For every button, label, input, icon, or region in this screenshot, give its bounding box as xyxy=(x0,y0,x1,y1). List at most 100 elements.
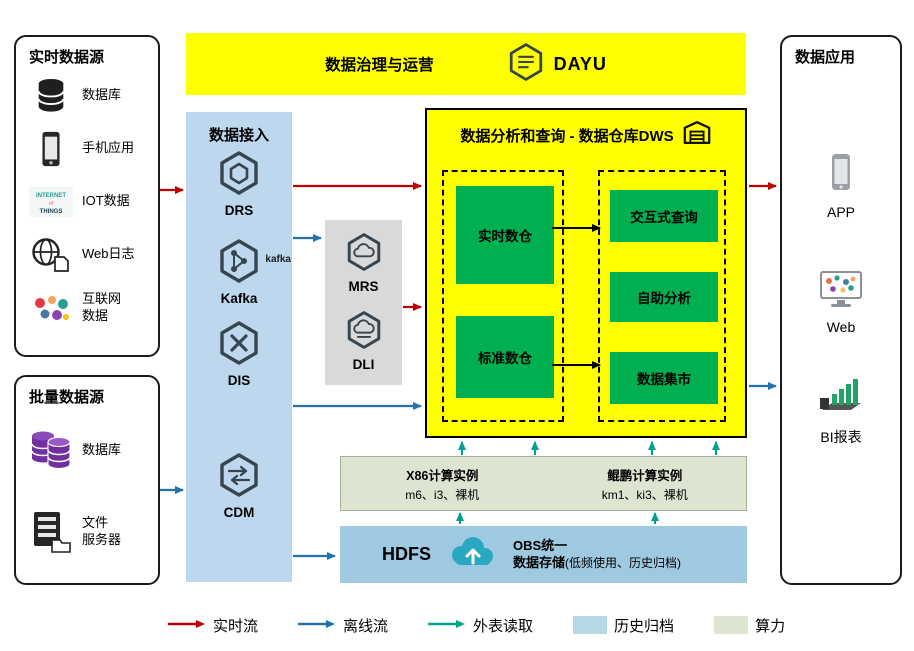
legend-label: 实时流 xyxy=(213,617,259,635)
service-name: DIS xyxy=(227,373,251,388)
service-dis: DIS xyxy=(186,320,292,388)
query-services-group: 交互式查询 自助分析 数据集市 xyxy=(598,170,726,422)
source-item-label: 文件 服务器 xyxy=(82,515,122,547)
svg-text:INTERNET: INTERNET xyxy=(36,193,66,199)
database-purple-icon xyxy=(24,428,78,472)
obs-cloud-icon xyxy=(447,535,497,574)
app-item-web: Web xyxy=(782,269,900,335)
dws-title-row: 数据分析和查询 - 数据仓库DWS xyxy=(427,110,745,151)
dayu-icon xyxy=(506,42,546,87)
source-item-database: 数据库 xyxy=(16,69,158,122)
service-name: DLI xyxy=(352,357,375,372)
compute-group-subtitle: km1、ki3、裸机 xyxy=(601,487,688,502)
applications-panel: 数据应用 APP Web BI报表 xyxy=(780,35,902,585)
compute-group-x86: X86计算实例 m6、i3、裸机 xyxy=(341,457,544,510)
web-monitor-icon xyxy=(817,271,865,313)
legend-label: 离线流 xyxy=(343,617,389,635)
legend-item-archive: 历史归档 xyxy=(573,615,674,636)
legend-label: 历史归档 xyxy=(614,617,675,635)
source-item-label: IOT数据 xyxy=(82,193,130,209)
source-item-web-log: Web日志 xyxy=(16,228,158,281)
source-item-label: 互联网 数据 xyxy=(82,290,122,323)
legend-item-realtime-flow: 实时流 xyxy=(168,615,258,636)
dayu-logo: DAYU xyxy=(506,42,607,87)
processing-panel: MRS DLI xyxy=(325,220,402,385)
dli-icon xyxy=(344,311,384,354)
source-item-internet-data: 互联网 数据 xyxy=(16,281,158,334)
legend-item-offline-flow: 离线流 xyxy=(298,615,388,636)
compute-group-title: 鲲鹏计算实例 xyxy=(607,468,683,483)
red-arrow-icon xyxy=(168,616,206,634)
compute-bar: X86计算实例 m6、i3、裸机 鲲鹏计算实例 km1、ki3、裸机 xyxy=(340,456,747,511)
app-phone-icon xyxy=(827,154,855,198)
storage-bar: HDFS OBS统一 数据存储(低频使用、历史归档) xyxy=(340,526,747,583)
source-item-label: Web日志 xyxy=(82,246,135,262)
app-item-label: APP xyxy=(826,204,855,220)
cell-self-service-analysis: 自助分析 xyxy=(610,272,718,322)
ingestion-title: 数据接入 xyxy=(208,127,269,144)
source-item-batch-database: 数据库 xyxy=(16,409,158,491)
svg-text:THINGS: THINGS xyxy=(40,209,63,215)
phone-icon xyxy=(24,130,78,168)
legend-item-compute: 算力 xyxy=(714,615,785,636)
app-item-bi: BI报表 xyxy=(782,377,900,447)
applications-title: 数据应用 xyxy=(795,49,856,66)
database-icon xyxy=(24,76,78,116)
obs-line1: OBS统一 xyxy=(513,537,568,553)
service-dli: DLI xyxy=(325,310,402,372)
obs-note: (低频使用、历史归档) xyxy=(565,555,682,570)
app-item-app: APP xyxy=(782,152,900,220)
legend-item-external-read: 外表读取 xyxy=(428,615,533,636)
archive-swatch xyxy=(573,616,608,634)
service-cdm: CDM xyxy=(186,452,292,520)
dayu-label: DAYU xyxy=(553,53,607,74)
dws-title: 数据分析和查询 - 数据仓库DWS xyxy=(460,127,674,145)
compute-group-title: X86计算实例 xyxy=(406,468,479,483)
kafka-icon xyxy=(216,239,262,288)
legend: 实时流 离线流 外表读取 历史归档 算力 xyxy=(168,608,785,642)
service-kafka: kafka Kafka xyxy=(186,238,292,306)
ingestion-panel: 数据接入 DRS kafka Kafka DIS CDM xyxy=(186,112,292,582)
blue-arrow-icon xyxy=(298,616,336,634)
cell-realtime-warehouse: 实时数仓 xyxy=(456,186,554,284)
file-server-icon xyxy=(24,510,78,554)
service-name: MRS xyxy=(348,279,379,294)
service-name: DRS xyxy=(224,203,254,218)
cdm-icon xyxy=(216,453,262,502)
cell-data-mart: 数据集市 xyxy=(610,352,718,404)
warehouse-group: 实时数仓 标准数仓 xyxy=(442,170,564,422)
drs-icon xyxy=(216,151,262,200)
batch-sources-title: 批量数据源 xyxy=(29,389,105,406)
service-mrs: MRS xyxy=(325,232,402,294)
source-item-file-server: 文件 服务器 xyxy=(16,491,158,573)
source-item-label: 数据库 xyxy=(82,441,122,457)
source-item-label: 数据库 xyxy=(82,87,122,103)
warehouse-icon xyxy=(682,119,712,151)
legend-label: 算力 xyxy=(755,617,786,635)
governance-title: 数据治理与运营 xyxy=(325,57,434,74)
svg-text:of: of xyxy=(49,201,54,207)
service-name: CDM xyxy=(223,505,255,520)
compute-swatch xyxy=(714,616,749,634)
internet-data-icon xyxy=(24,293,78,323)
service-name: Kafka xyxy=(220,291,258,306)
teal-arrow-icon xyxy=(428,616,466,634)
hdfs-label: HDFS xyxy=(382,544,431,564)
mrs-icon xyxy=(344,233,384,276)
dis-icon xyxy=(216,321,262,370)
service-drs: DRS xyxy=(186,150,292,218)
obs-storage-text: OBS统一 数据存储(低频使用、历史归档) xyxy=(513,538,681,572)
compute-group-kunpeng: 鲲鹏计算实例 km1、ki3、裸机 xyxy=(544,457,747,510)
bi-report-icon xyxy=(818,379,864,421)
batch-sources-panel: 批量数据源 数据库 文件 服务器 xyxy=(14,375,160,585)
app-item-label: BI报表 xyxy=(820,429,862,445)
compute-group-subtitle: m6、i3、裸机 xyxy=(405,487,480,502)
legend-label: 外表读取 xyxy=(473,617,534,635)
governance-bar: 数据治理与运营 DAYU xyxy=(186,33,746,95)
source-item-mobile-app: 手机应用 xyxy=(16,122,158,175)
kafka-wordmark: kafka xyxy=(265,254,291,265)
